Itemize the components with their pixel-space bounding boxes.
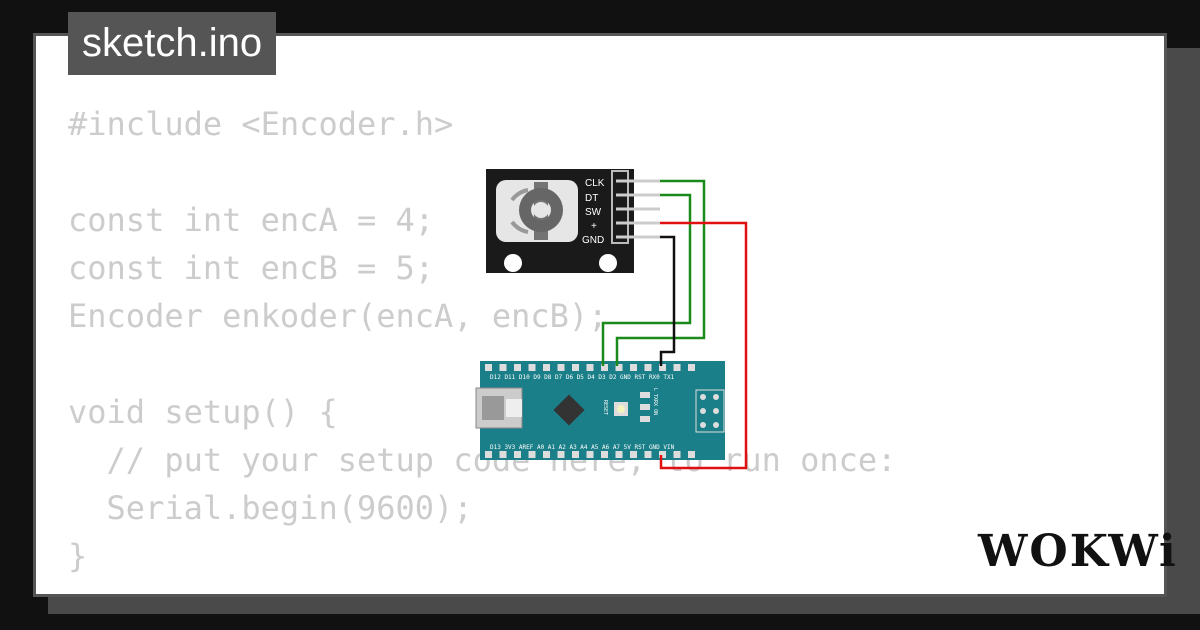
wire-vcc[interactable] [659,221,748,470]
header-pin[interactable] [528,364,536,371]
header-pin[interactable] [528,451,536,458]
header-pin[interactable] [485,364,492,371]
pin-header [611,170,629,244]
arduino-nano[interactable]: D12 D11 D10 D9 D8 D7 D6 D5 D4 D3 D2 GND … [475,361,725,460]
header-pin[interactable] [586,364,594,371]
header-pin[interactable] [659,364,666,371]
led-labels: L TXRX ON [652,388,658,415]
header-pin[interactable] [557,364,565,371]
code-line: #include <Encoder.h> [68,105,454,143]
pin-label-vcc: + [591,221,597,232]
rotate-arrow-icon [510,220,529,234]
header-pin[interactable] [615,451,623,458]
header-pin[interactable] [601,364,608,371]
header-pin[interactable] [630,364,637,371]
header-pin[interactable] [572,451,579,458]
bottom-header-labels: D13 3V3 AREF A0 A1 A2 A3 A4 A5 A6 A7 5V … [490,444,675,451]
code-line: Encoder enkoder(encA, encB); [68,297,608,335]
reset-label: RESET [602,400,608,415]
file-tab[interactable]: sketch.ino [68,12,277,75]
wire-dt[interactable] [601,193,692,366]
wires [601,179,748,470]
header-pin[interactable] [659,451,666,458]
header-pin[interactable] [630,451,637,458]
mount-hole [504,254,522,272]
code-editor: #include <Encoder.h> const int encA = 4;… [68,100,896,580]
header-pin[interactable] [543,451,550,458]
code-line: } [68,537,88,575]
header-pin[interactable] [615,364,623,371]
header-pin[interactable] [543,364,550,371]
file-tab-label: sketch.ino [82,21,263,65]
header-pin[interactable] [673,451,681,458]
header-pin[interactable] [688,451,695,458]
header-pin[interactable] [514,364,521,371]
header-pin[interactable] [499,364,507,371]
wire-clk[interactable] [615,179,706,366]
header-pin[interactable] [688,364,695,371]
pin-label-dt: DT [585,193,598,204]
mount-hole [599,254,617,272]
code-line: const int encA = 4; [68,201,435,239]
wire-gnd[interactable] [659,235,676,366]
header-pin[interactable] [586,451,594,458]
code-line: void setup() { [68,393,338,431]
header-pin[interactable] [514,451,521,458]
code-line: Serial.begin(9600); [68,489,473,527]
header-pin[interactable] [601,451,608,458]
header-pin[interactable] [673,364,681,371]
rotate-arrow-icon [510,188,529,202]
rotary-encoder[interactable]: CLK DT SW + GND [486,169,660,273]
header-pin[interactable] [557,451,565,458]
pin-label-clk: CLK [585,178,605,189]
wokwi-logo: WOKWi [978,526,1178,577]
header-pin[interactable] [644,451,652,458]
top-header-labels: D12 D11 D10 D9 D8 D7 D6 D5 D4 D3 D2 GND … [490,374,675,381]
pin-label-gnd: GND [582,235,604,246]
header-pin[interactable] [499,451,507,458]
header-pin[interactable] [572,364,579,371]
preview-card [33,33,1167,597]
header-pin[interactable] [485,451,492,458]
code-line: const int encB = 5; [68,249,435,287]
pin-label-sw: SW [585,207,602,218]
mcu-chip [553,394,585,426]
header-pin[interactable] [644,364,652,371]
